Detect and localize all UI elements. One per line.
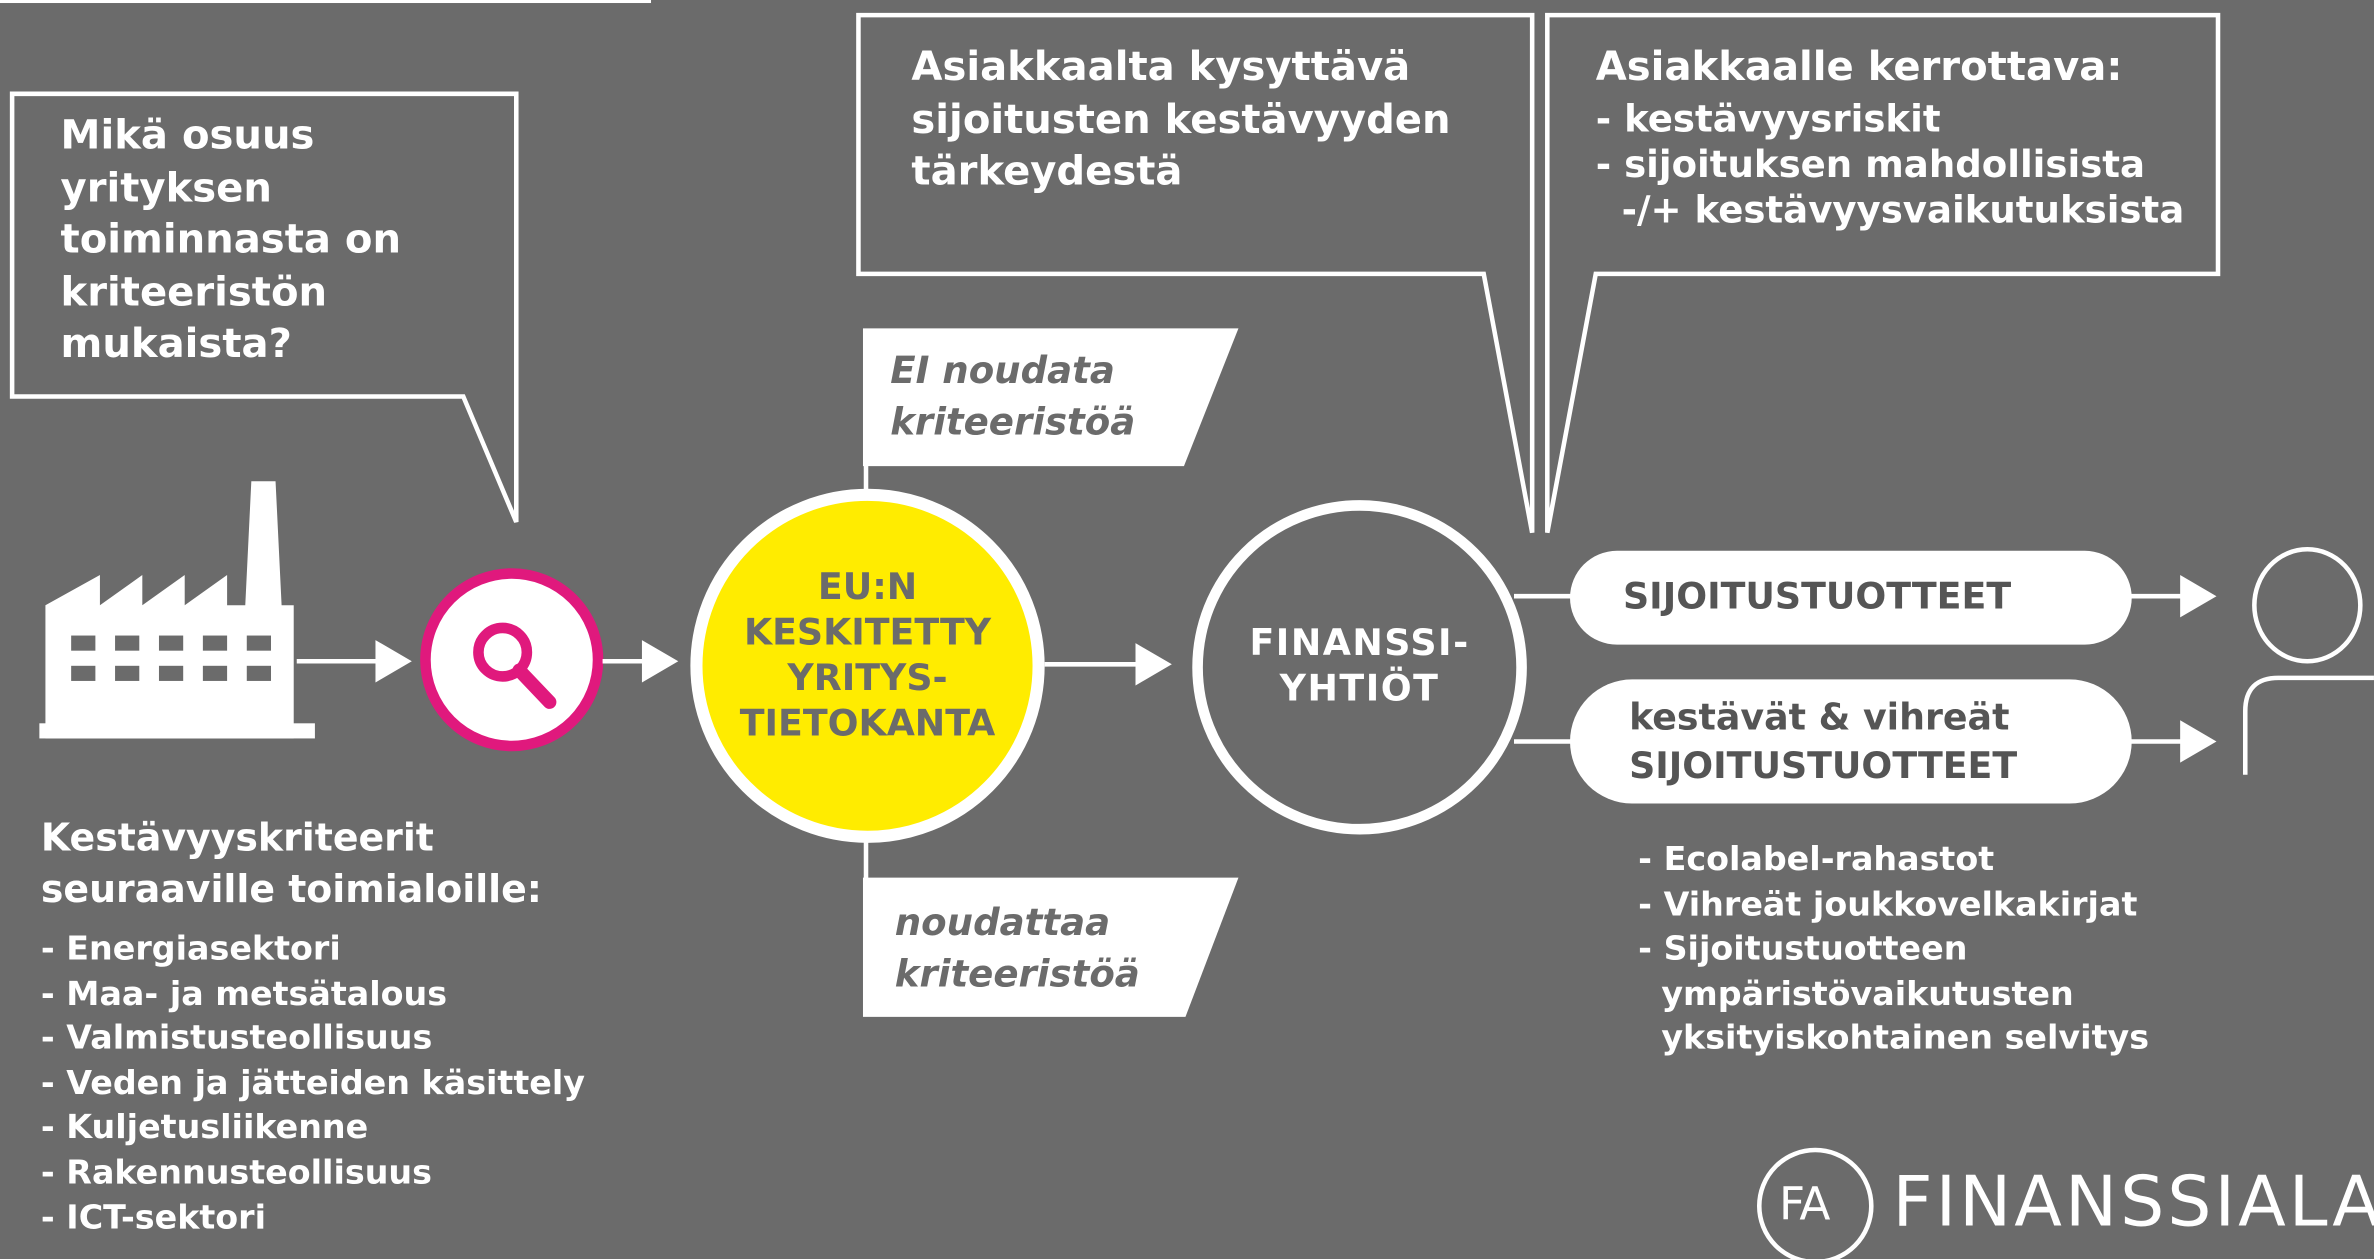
green-products-list: - Ecolabel-rahastot - Vihreät joukkovelk…: [1638, 838, 2149, 1062]
tell-client-text: Asiakkaalle kerrottava: - kestävyysriski…: [1596, 42, 2184, 232]
question-bubble-text: Mikä osuus yrityksen toiminnasta on krit…: [61, 110, 401, 371]
criteria-item: - ICT-sektori: [40, 1199, 267, 1238]
eu-line: YRITYS-: [787, 656, 948, 700]
eu-line: TIETOKANTA: [739, 702, 996, 745]
green-products-line: kestävät & vihreät: [1629, 696, 2010, 739]
criteria-item: - Kuljetusliikenne: [40, 1109, 369, 1148]
criteria-item: - Rakennusteollisuus: [40, 1154, 432, 1193]
tell-client-bubble-outline: [1545, 12, 2221, 534]
criteria-item: - Maa- ja metsätalous: [40, 975, 448, 1014]
tell-client-line: -/+ kestävyysvaikutuksista: [1595, 186, 2185, 231]
magnifier-icon: [420, 568, 604, 752]
green-products-pill: [1570, 679, 2132, 804]
criteria-title-line: Kestävyyskriteerit: [40, 815, 434, 860]
finance-circle: [1192, 500, 1527, 835]
green-list-item: - Vihreät joukkovelkakirjat: [1638, 886, 2138, 924]
criteria-list: Kestävyyskriteerit seuraaville toimialoi…: [41, 813, 585, 1241]
arrow-head-1: [375, 640, 412, 683]
products-pill: [1570, 550, 2132, 645]
person-icon: [2242, 547, 2374, 775]
tag-follow-text: noudattaa kriteeristöä: [895, 897, 1140, 1000]
ask-client-bubble-outline: [856, 12, 1535, 534]
eu-line: KESKITETTY: [743, 611, 992, 654]
green-products-label: kestävät & vihreät SIJOITUSTUOTTEET: [1629, 693, 2017, 790]
question-line: yrityksen: [60, 164, 272, 212]
eu-database-label: EU:N KESKITETTY YRITYS- TIETOKANTA: [701, 564, 1034, 746]
green-products-line: SIJOITUSTUOTTEET: [1629, 744, 2018, 787]
criteria-title: Kestävyyskriteerit seuraaville toimialoi…: [41, 813, 585, 916]
green-list-item: - Ecolabel-rahastot: [1638, 841, 1995, 880]
tell-client-title: Asiakkaalle kerrottava:: [1595, 43, 2123, 91]
tag-line: noudattaa: [894, 900, 1111, 945]
tell-client-line: - kestävyysriskit: [1595, 96, 1941, 140]
finance-line: FINANSSI-: [1249, 621, 1470, 665]
question-line: Mikä osuus: [60, 111, 315, 159]
question-line: mukaista?: [60, 320, 292, 368]
ask-client-line: tärkeydestä: [911, 148, 1183, 196]
top-strip: [0, 0, 652, 4]
criteria-item: - Valmistusteollisuus: [40, 1020, 433, 1059]
tell-client-line: - sijoituksen mahdollisista: [1595, 141, 2146, 186]
eu-database-circle: [690, 488, 1045, 843]
tag-line: EI noudata: [890, 348, 1115, 392]
logo-mark: [1757, 1147, 1874, 1259]
criteria-title-line: seuraaville toimialoille:: [40, 867, 542, 911]
tag-not-follow-text: EI noudata kriteeristöä: [890, 345, 1135, 448]
logo-mark-text: FA: [1778, 1178, 1831, 1232]
arrow-head-4: [2180, 575, 2217, 618]
arrow-head-2: [641, 640, 679, 683]
green-list-item: ympäristövaikutusten: [1638, 975, 2074, 1014]
question-line: toiminnasta on: [60, 216, 402, 264]
ask-client-line: Asiakkaalta kysyttävä: [911, 43, 1411, 91]
green-list-item: yksityiskohtainen selvitys: [1638, 1020, 2150, 1059]
arrow-head-5: [2180, 720, 2217, 763]
tag-not-follow-shape: [862, 328, 1239, 467]
criteria-items: - Energiasektori - Maa- ja metsätalous -…: [41, 928, 585, 1241]
green-list-item: - Sijoitustuotteen: [1638, 930, 1968, 969]
tag-line: kriteeristöä: [890, 399, 1136, 444]
question-bubble-outline: [9, 91, 519, 523]
tag-follow-shape: [862, 877, 1239, 1017]
finance-line: YHTIÖT: [1279, 667, 1440, 710]
question-line: kriteeristön: [60, 268, 328, 316]
factory-icon: [39, 481, 315, 739]
arrow-head-3: [1135, 643, 1172, 686]
tag-line: kriteeristöä: [894, 951, 1140, 996]
ask-client-text: Asiakkaalta kysyttävä sijoitusten kestäv…: [911, 42, 1450, 199]
products-label: SIJOITUSTUOTTEET: [1623, 575, 2012, 618]
criteria-item: - Energiasektori: [40, 930, 341, 969]
ask-client-line: sijoitusten kestävyyden: [911, 96, 1451, 143]
finance-companies-label: FINANSSI- YHTIÖT: [1223, 620, 1496, 711]
logo-name: FINANSSIALA: [1892, 1160, 2374, 1243]
eu-line: EU:N: [817, 565, 918, 609]
criteria-item: - Veden ja jätteiden käsittely: [40, 1064, 585, 1103]
